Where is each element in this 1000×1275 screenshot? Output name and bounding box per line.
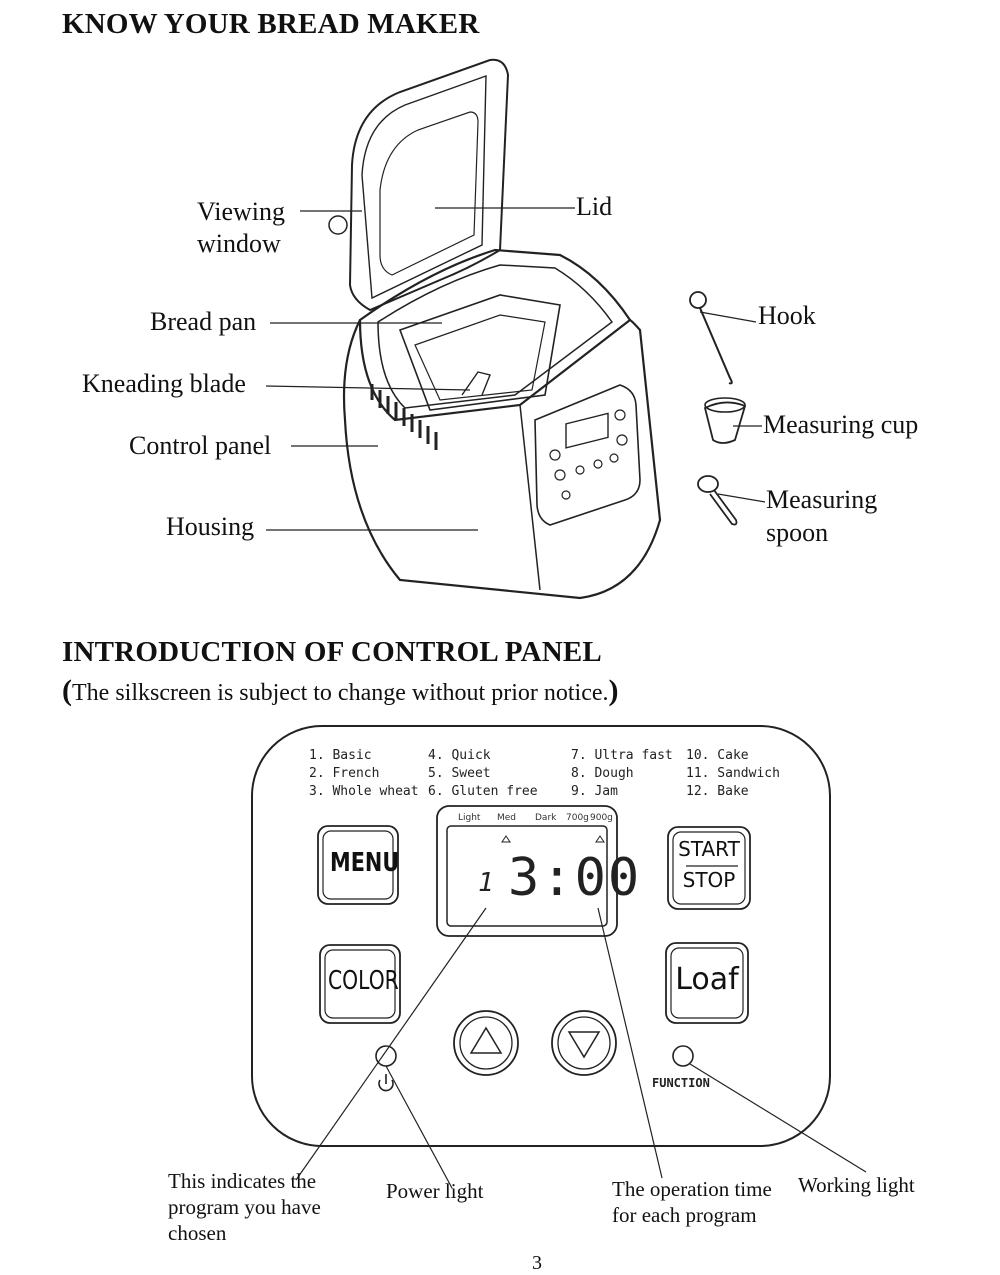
display-program-number: 1: [478, 868, 494, 898]
page-number: 3: [532, 1252, 542, 1274]
label-housing: Housing: [166, 512, 255, 541]
program-12: 12. Bake: [686, 784, 749, 799]
callout-program-line1: This indicates the: [168, 1169, 317, 1193]
callout-operation-line1: The operation time: [612, 1177, 772, 1201]
program-6: 6. Gluten free: [428, 784, 538, 799]
color-button[interactable]: COLOR: [328, 966, 399, 996]
callout-working-light: Working light: [798, 1173, 915, 1197]
power-light-icon: [376, 1046, 396, 1066]
callout-operation-line2: for each program: [612, 1203, 757, 1227]
program-5: 5. Sweet: [428, 766, 491, 781]
menu-button[interactable]: MENU: [330, 848, 400, 878]
program-8: 8. Dough: [571, 766, 634, 781]
program-column-1: 1. Basic 2. French 3. Whole wheat: [309, 747, 419, 801]
program-4: 4. Quick: [428, 748, 491, 763]
down-arrow-button[interactable]: [568, 1020, 600, 1064]
program-9: 9. Jam: [571, 784, 618, 799]
label-kneading-blade: Kneading blade: [82, 369, 246, 398]
label-measuring-spoon-line2: spoon: [766, 518, 829, 547]
label-measuring-cup: Measuring cup: [763, 410, 919, 439]
label-viewing-window-line1: Viewing: [197, 197, 285, 226]
program-11: 11. Sandwich: [686, 766, 780, 781]
callout-program-indicator: This indicates the program you have chos…: [168, 1168, 321, 1246]
callout-program-line2: program you have: [168, 1195, 321, 1219]
label-control-panel: Control panel: [129, 431, 272, 460]
display-time: 3:00: [508, 848, 642, 908]
scale-light: Light: [458, 813, 481, 823]
callout-operation-time: The operation time for each program: [612, 1176, 772, 1228]
program-column-4: 10. Cake 11. Sandwich 12. Bake: [686, 747, 780, 801]
label-measuring-spoon-line1: Measuring: [766, 485, 878, 514]
start-button-label[interactable]: START: [678, 837, 740, 861]
program-2: 2. French: [309, 766, 380, 781]
callout-program-line3: chosen: [168, 1221, 227, 1245]
up-arrow-button[interactable]: [470, 1020, 502, 1064]
program-10: 10. Cake: [686, 748, 749, 763]
loaf-button[interactable]: Loaf: [675, 962, 739, 997]
label-viewing-window-line2: window: [197, 229, 281, 258]
note-text: The silkscreen is subject to change with…: [72, 680, 609, 706]
label-hook: Hook: [758, 301, 816, 330]
stop-button-label[interactable]: STOP: [682, 868, 736, 892]
program-column-2: 4. Quick 5. Sweet 6. Gluten free: [428, 747, 538, 801]
program-1: 1. Basic: [309, 748, 372, 763]
section-title-know-your-bread-maker: KNOW YOUR BREAD MAKER: [62, 8, 480, 40]
scale-dark: Dark: [535, 813, 557, 823]
silkscreen-note: (The silkscreen is subject to change wit…: [62, 674, 619, 708]
label-bread-pan: Bread pan: [150, 307, 257, 336]
note-open-paren: (: [62, 674, 72, 707]
section-title-control-panel: INTRODUCTION OF CONTROL PANEL: [62, 636, 602, 668]
scale-900g: 900g: [590, 813, 613, 823]
working-light-icon: [673, 1046, 693, 1066]
program-3: 3. Whole wheat: [309, 784, 419, 799]
program-7: 7. Ultra fast: [571, 748, 673, 763]
program-column-3: 7. Ultra fast 8. Dough 9. Jam: [571, 747, 673, 801]
label-lid: Lid: [576, 192, 613, 221]
scale-med: Med: [497, 813, 517, 823]
bread-maker-illustration: [265, 58, 766, 600]
scale-700g: 700g: [566, 813, 589, 823]
note-close-paren: ): [608, 674, 619, 707]
callout-power-light: Power light: [386, 1179, 484, 1203]
function-label: FUNCTION: [652, 1076, 710, 1090]
